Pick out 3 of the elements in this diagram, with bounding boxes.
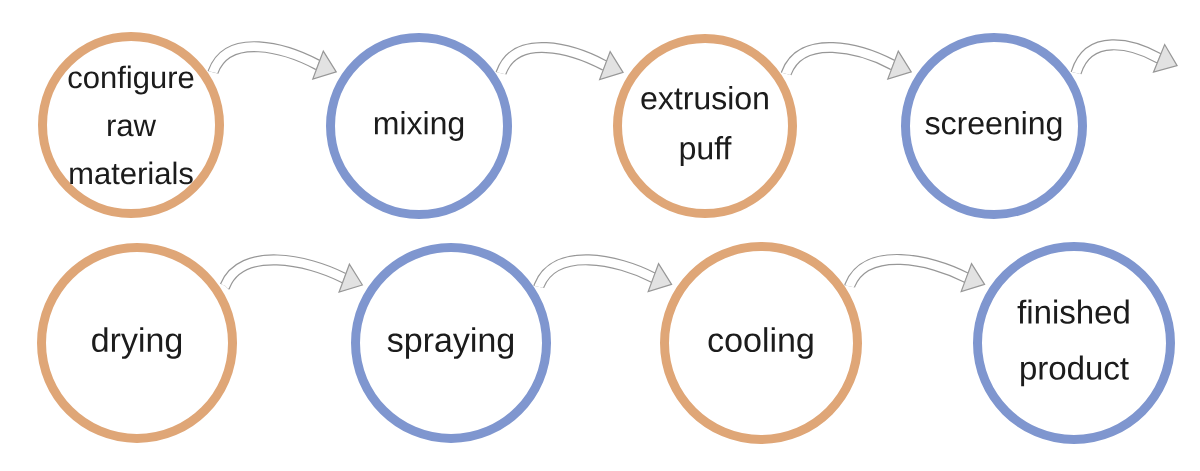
curved-arrow	[495, 42, 624, 81]
curved-arrow	[533, 254, 673, 293]
curved-arrow	[844, 254, 986, 293]
